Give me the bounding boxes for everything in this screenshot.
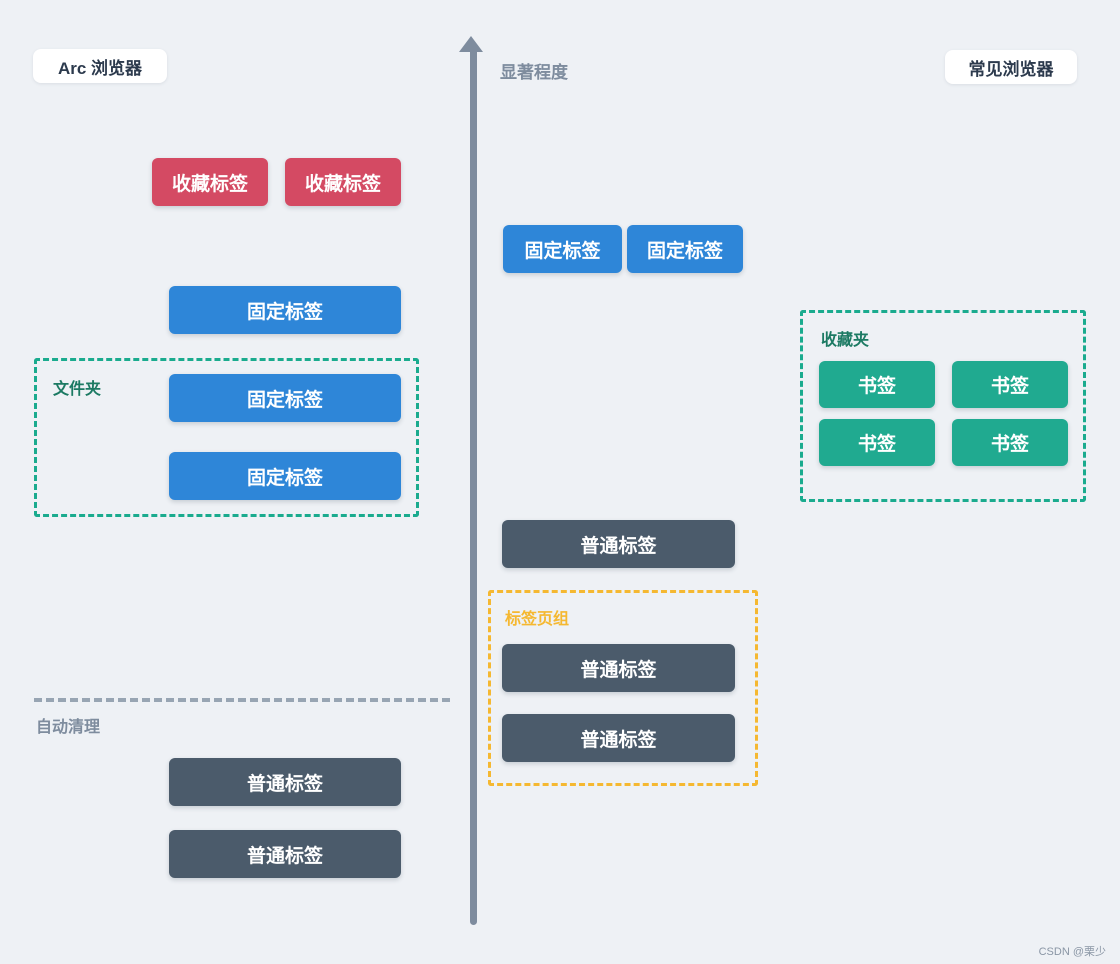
arc-browser-title: Arc 浏览器 (33, 49, 167, 83)
pinned-tab-node: 固定标签 (169, 452, 401, 500)
normal-tab-node: 普通标签 (169, 830, 401, 878)
folder-group-box: 文件夹 (34, 358, 419, 517)
normal-tab-node: 普通标签 (169, 758, 401, 806)
bookmark-node: 书签 (952, 419, 1068, 466)
prominence-axis-label: 显著程度 (500, 63, 568, 82)
normal-tab-node: 普通标签 (502, 644, 735, 692)
pinned-tab-node: 固定标签 (169, 286, 401, 334)
axis-arrow-line (470, 48, 477, 925)
normal-tab-node: 普通标签 (502, 520, 735, 568)
pinned-tab-node: 固定标签 (503, 225, 622, 273)
favorite-tab-node: 收藏标签 (152, 158, 268, 206)
bookmark-node: 书签 (819, 419, 935, 466)
common-browser-title: 常见浏览器 (945, 50, 1077, 84)
pinned-tab-node: 固定标签 (627, 225, 743, 273)
axis-arrow-head-icon (459, 36, 483, 52)
bookmark-node: 书签 (952, 361, 1068, 408)
bookmarks-group-label: 收藏夹 (821, 332, 870, 349)
folder-group-label: 文件夹 (53, 381, 102, 398)
tab-group-box: 标签页组 (488, 590, 758, 786)
pinned-tab-node: 固定标签 (169, 374, 401, 422)
favorite-tab-node: 收藏标签 (285, 158, 401, 206)
bookmark-node: 书签 (819, 361, 935, 408)
bookmarks-group-box: 收藏夹 (800, 310, 1086, 502)
tab-group-label: 标签页组 (505, 611, 570, 628)
normal-tab-node: 普通标签 (502, 714, 735, 762)
auto-clean-divider (34, 698, 450, 702)
watermark: CSDN @栗少 (1038, 946, 1106, 958)
auto-clean-label: 自动清理 (36, 719, 101, 736)
